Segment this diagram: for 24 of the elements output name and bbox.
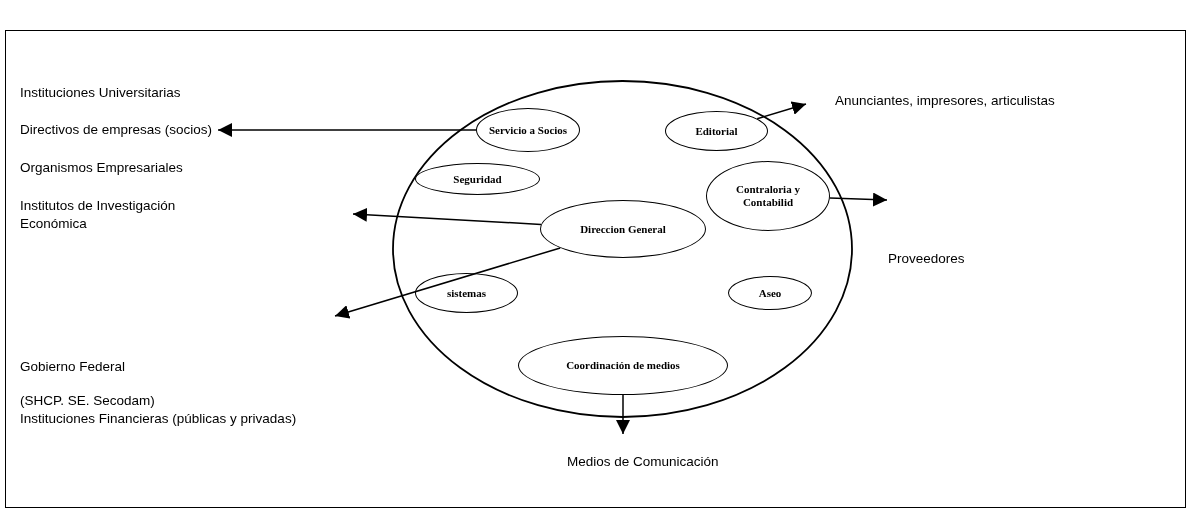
department-ellipse: Seguridad — [415, 163, 540, 195]
stakeholder-label: Gobierno Federal — [20, 358, 126, 376]
arrow — [616, 394, 630, 435]
stakeholder-label: Medios de Comunicación — [567, 453, 719, 471]
department-ellipse: Contraloria y Contabilid — [706, 161, 830, 231]
arrow — [352, 207, 542, 226]
stakeholder-label: Instituciones Universitarias — [20, 84, 181, 102]
stakeholder-label: Institutos de Investigación Económica — [20, 197, 177, 233]
stakeholder-label: Proveedores — [888, 250, 965, 268]
department-ellipse: Editorial — [665, 111, 768, 151]
stakeholder-label: Instituciones Financieras (públicas y privadas) — [20, 410, 297, 428]
arrow — [829, 192, 888, 207]
stakeholder-label: (SHCP. SE. Secodam) — [20, 392, 155, 410]
department-ellipse: Aseo — [728, 276, 812, 310]
stakeholder-label: Anunciantes, impresores, articulistas — [835, 92, 1055, 110]
arrow — [217, 123, 477, 137]
department-ellipse: Direccion General — [540, 200, 706, 258]
stakeholder-label: Directivos de empresas (socios) — [20, 121, 213, 139]
stakeholder-label: Organismos Empresariales — [20, 159, 183, 177]
department-ellipse: Coordinación de medios — [518, 336, 728, 395]
department-ellipse: Servicio a Socios — [476, 108, 580, 152]
arrow — [756, 101, 807, 120]
arrow — [334, 247, 561, 319]
department-ellipse: sistemas — [415, 273, 518, 313]
